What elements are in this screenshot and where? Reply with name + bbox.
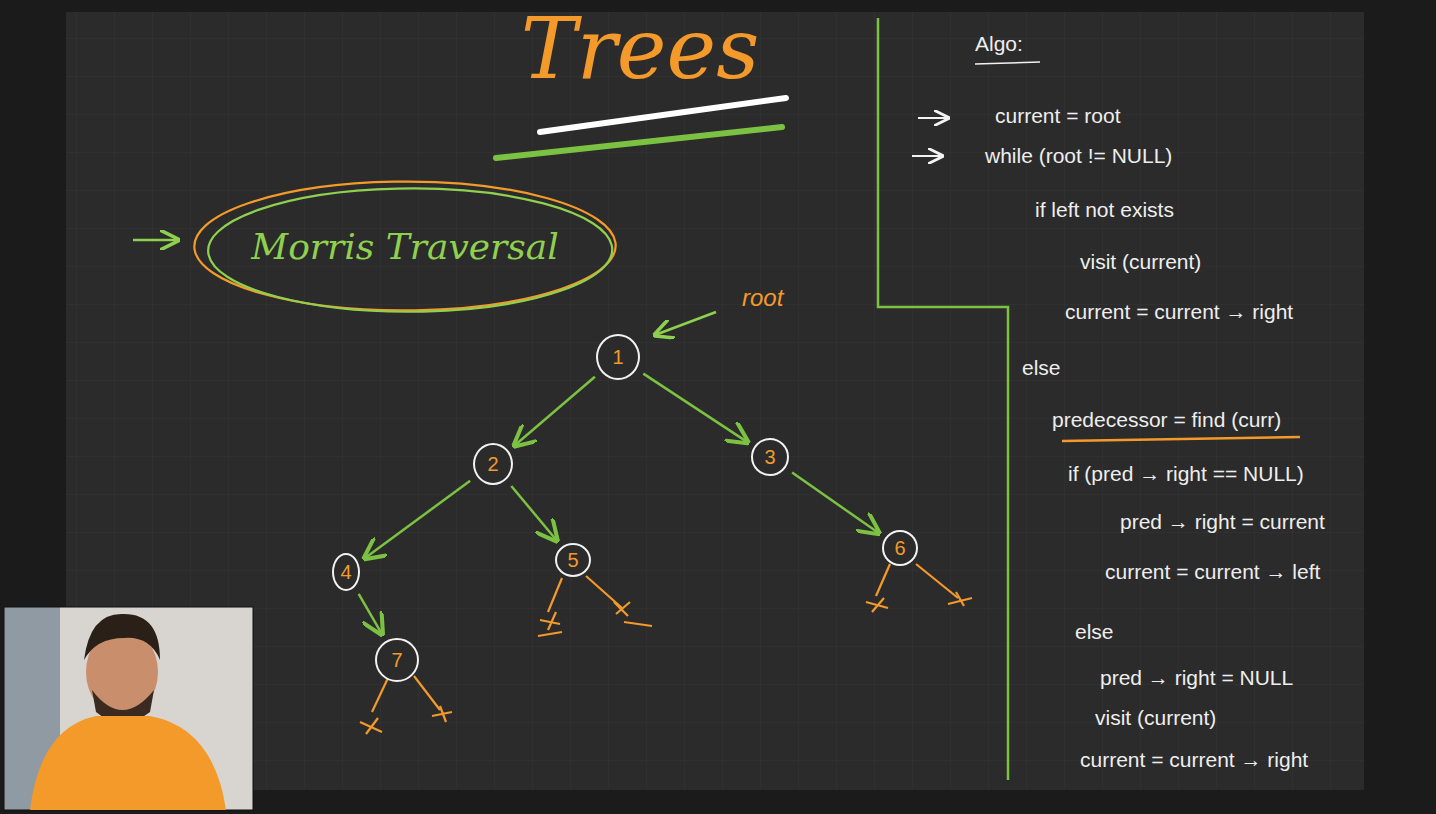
panel-divider bbox=[878, 18, 1008, 780]
algorithm-line: current = current → right bbox=[1080, 748, 1308, 772]
algorithm-line: if (pred → right == NULL) bbox=[1068, 462, 1304, 486]
webcam-inset bbox=[4, 607, 253, 810]
algorithm-line: predecessor = find (curr) bbox=[1052, 408, 1281, 432]
algorithm-line: visit (current) bbox=[1080, 250, 1201, 274]
heading-underline bbox=[975, 62, 1040, 64]
highlight-underline bbox=[1062, 437, 1300, 441]
node-number: 6 bbox=[894, 537, 905, 560]
pointer-arrow bbox=[133, 239, 178, 242]
algorithm-line: while (root != NULL) bbox=[985, 144, 1172, 168]
tree-node: 4 bbox=[332, 553, 360, 591]
bullet-arrow bbox=[912, 155, 942, 157]
tree-edge bbox=[365, 481, 470, 558]
algorithm-line: else bbox=[1022, 356, 1061, 380]
root-label: root bbox=[742, 284, 783, 312]
algorithm-heading: Algo: bbox=[975, 32, 1023, 56]
tree-node: 1 bbox=[596, 334, 640, 380]
topic-text: Morris Traversal bbox=[251, 226, 558, 267]
node-number: 4 bbox=[340, 561, 351, 584]
algorithm-line: pred → right = current bbox=[1120, 510, 1325, 534]
node-number: 3 bbox=[764, 446, 775, 469]
tree-edge bbox=[792, 472, 879, 533]
tree-node: 2 bbox=[473, 443, 513, 485]
tree-edge bbox=[515, 377, 595, 446]
bullet-arrow bbox=[918, 117, 948, 119]
algorithm-line: visit (current) bbox=[1095, 706, 1216, 730]
tree-edge bbox=[359, 594, 382, 634]
algorithm-line: if left not exists bbox=[1035, 198, 1174, 222]
tree-edge bbox=[643, 374, 747, 443]
algorithm-line: else bbox=[1075, 620, 1114, 644]
node-number: 5 bbox=[567, 549, 578, 572]
node-number: 2 bbox=[487, 453, 498, 476]
tree-node: 6 bbox=[882, 530, 918, 566]
tree-node: 7 bbox=[375, 638, 419, 682]
algorithm-line: current = root bbox=[995, 104, 1120, 128]
tree-node: 3 bbox=[751, 438, 789, 476]
board bbox=[66, 12, 1364, 790]
title-underline bbox=[540, 98, 786, 132]
node-number: 1 bbox=[612, 346, 623, 369]
tree-edge bbox=[511, 486, 556, 541]
algorithm-line: pred → right = NULL bbox=[1100, 666, 1293, 690]
topic-ellipse: Morris Traversal bbox=[190, 176, 620, 316]
null-markers bbox=[360, 564, 972, 734]
node-number: 7 bbox=[391, 649, 402, 672]
grid bbox=[66, 12, 1364, 790]
algorithm-line: current = current → left bbox=[1105, 560, 1320, 584]
root-arrow bbox=[655, 312, 716, 335]
algorithm-line: current = current → right bbox=[1065, 300, 1293, 324]
title-underline bbox=[496, 127, 782, 158]
tree-node: 5 bbox=[555, 543, 591, 577]
title: Trees bbox=[521, 0, 760, 98]
